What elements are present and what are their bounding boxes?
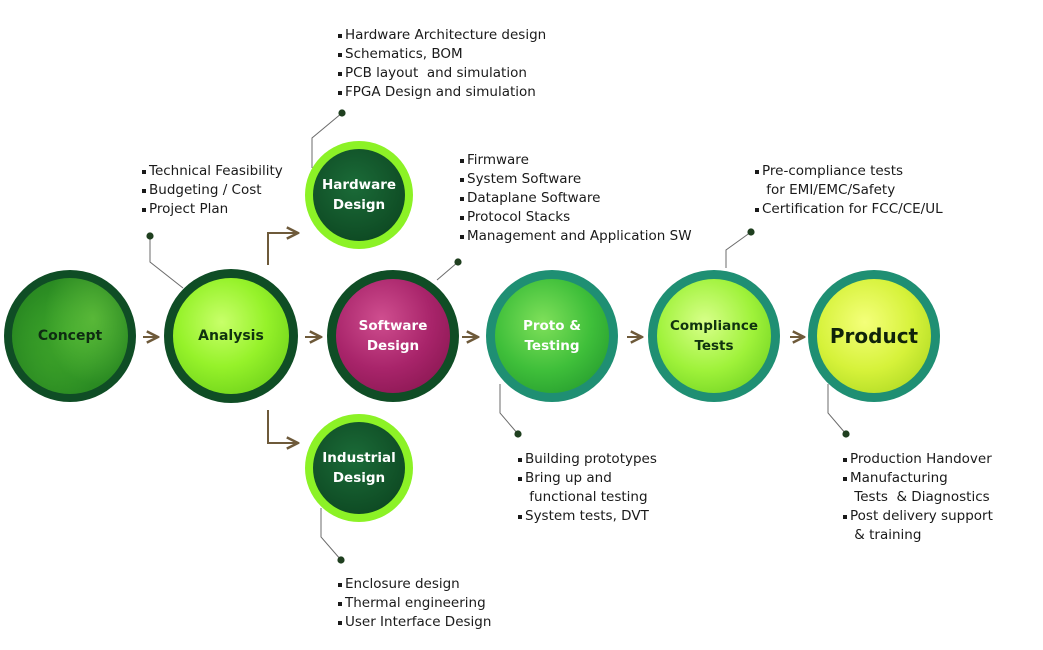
- node-software-design: Software Design: [327, 270, 459, 402]
- leader-dot-proto: [514, 430, 522, 438]
- node-proto-testing-label: Proto & Testing: [522, 318, 582, 354]
- node-proto-testing-face: Proto & Testing: [495, 279, 609, 393]
- node-analysis-label: Analysis: [198, 328, 264, 344]
- node-concept-label: Concept: [37, 328, 103, 344]
- note-item: Enclosure design: [338, 575, 491, 594]
- leader-dot-software: [454, 258, 462, 266]
- note-item: Post delivery support: [843, 507, 993, 526]
- node-analysis: Analysis: [164, 269, 298, 403]
- leader-product: [827, 384, 847, 435]
- note-item: Project Plan: [142, 200, 283, 219]
- leader-dot-industrial: [337, 556, 345, 564]
- note-item: Firmware: [460, 151, 692, 170]
- note-item: Hardware Architecture design: [338, 26, 546, 45]
- note-item: Budgeting / Cost: [142, 181, 283, 200]
- note-item: Certification for FCC/CE/UL: [755, 200, 943, 219]
- note-item: Thermal engineering: [338, 594, 491, 613]
- leader-industrial: [320, 508, 342, 561]
- notes-compliance: Pre-compliance tests for EMI/EMC/Safety …: [755, 162, 943, 219]
- node-industrial-design-label: Industrial Design: [322, 450, 396, 486]
- notes-analysis: Technical Feasibility Budgeting / Cost P…: [142, 162, 283, 219]
- notes-industrial: Enclosure design Thermal engineering Use…: [338, 575, 491, 632]
- notes-software: Firmware System Software Dataplane Softw…: [460, 151, 692, 246]
- note-item: Management and Application SW: [460, 227, 692, 246]
- note-item: Technical Feasibility: [142, 162, 283, 181]
- node-software-design-label: Software Design: [358, 318, 428, 354]
- arrow-analysis-hardware: [267, 233, 298, 265]
- note-item: & training: [850, 527, 922, 543]
- note-item: PCB layout and simulation: [338, 64, 546, 83]
- leader-proto: [499, 384, 519, 435]
- node-compliance-tests-face: Compliance Tests: [657, 279, 771, 393]
- note-item: Schematics, BOM: [338, 45, 546, 64]
- note-item: Pre-compliance tests: [755, 162, 943, 181]
- leader-hardware: [311, 112, 343, 168]
- leader-dot-hardware: [338, 109, 346, 117]
- leader-analysis: [149, 236, 184, 289]
- note-item: FPGA Design and simulation: [338, 83, 546, 102]
- node-analysis-face: Analysis: [173, 278, 289, 394]
- leader-dot-analysis: [146, 232, 154, 240]
- leader-dot-product: [842, 430, 850, 438]
- node-hardware-design: Hardware Design: [305, 141, 413, 249]
- note-item: System Software: [460, 170, 692, 189]
- note-item: User Interface Design: [338, 613, 491, 632]
- note-item: Building prototypes: [518, 450, 657, 469]
- node-concept-face: Concept: [12, 278, 128, 394]
- notes-hardware: Hardware Architecture design Schematics,…: [338, 26, 546, 102]
- notes-proto: Building prototypes Bring up and functio…: [518, 450, 657, 526]
- leader-software: [436, 261, 459, 281]
- node-product: Product: [808, 270, 940, 402]
- node-software-design-face: Software Design: [336, 279, 450, 393]
- notes-product: Production Handover Manufacturing Tests …: [843, 450, 993, 545]
- node-concept: Concept: [4, 270, 136, 402]
- node-product-label: Product: [829, 324, 919, 348]
- note-item: Bring up and: [518, 469, 657, 488]
- node-proto-testing: Proto & Testing: [486, 270, 618, 402]
- note-item: Protocol Stacks: [460, 208, 692, 227]
- note-item: System tests, DVT: [518, 507, 657, 526]
- leader-dot-compliance: [747, 228, 755, 236]
- note-item: for EMI/EMC/Safety: [762, 182, 896, 198]
- note-item: Production Handover: [843, 450, 993, 469]
- note-item: Tests & Diagnostics: [850, 489, 990, 505]
- node-hardware-design-label: Hardware Design: [321, 177, 397, 213]
- node-industrial-design: Industrial Design: [305, 414, 413, 522]
- leader-compliance: [725, 231, 752, 268]
- note-item: Dataplane Software: [460, 189, 692, 208]
- node-compliance-tests: Compliance Tests: [648, 270, 780, 402]
- note-item: functional testing: [525, 489, 648, 505]
- arrow-analysis-industrial: [267, 410, 298, 443]
- node-compliance-tests-label: Compliance Tests: [669, 318, 759, 354]
- node-product-face: Product: [817, 279, 931, 393]
- note-item: Manufacturing: [843, 469, 993, 488]
- node-industrial-design-face: Industrial Design: [313, 422, 405, 514]
- node-hardware-design-face: Hardware Design: [313, 149, 405, 241]
